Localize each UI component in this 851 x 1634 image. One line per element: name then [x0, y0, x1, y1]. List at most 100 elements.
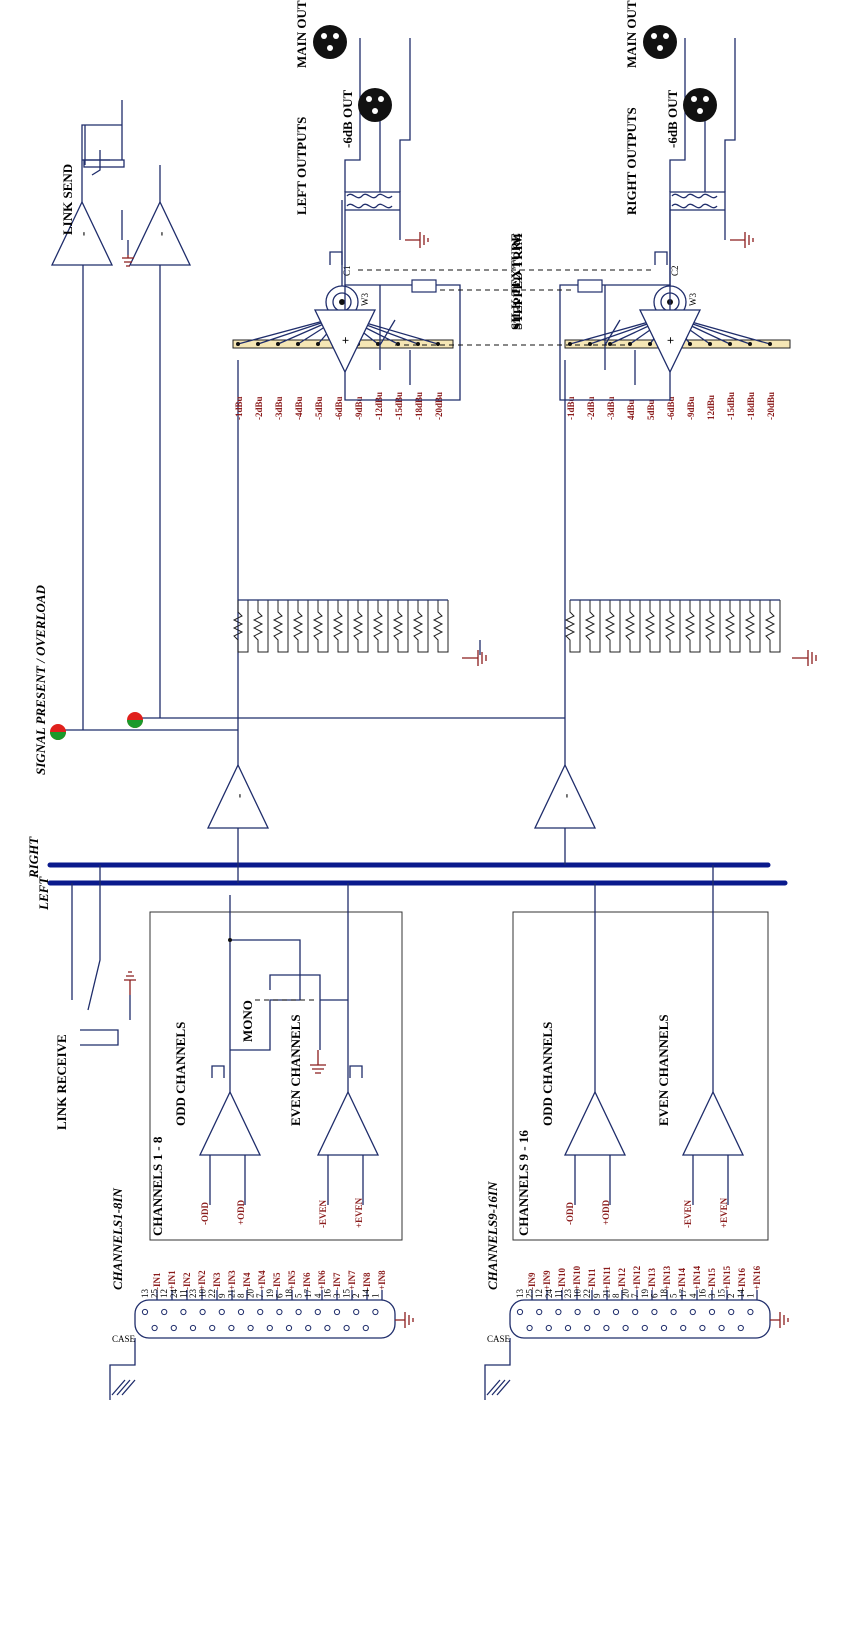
dsub-pin [747, 1308, 754, 1316]
bus-lines: RIGHT LEFT [26, 836, 788, 911]
left-transformer-primary [344, 191, 401, 240]
led-left-green-half [50, 732, 66, 740]
dsub-pin-number: 8 [236, 1293, 246, 1298]
dsub-signal-label: +IN4 [257, 1270, 267, 1290]
dsub-pin-number: 10 [573, 1289, 583, 1299]
trim-step-label: 12dBu [706, 395, 716, 420]
dsub-pin-number: 20 [246, 1289, 256, 1299]
left-output-amp-sign: + [338, 337, 353, 344]
dsub-signal-label: -IN14 [677, 1268, 687, 1290]
left-silk-switch [379, 285, 411, 385]
dsub-pin-number: 12 [534, 1289, 544, 1298]
dsub-pin-number: 22 [207, 1289, 217, 1298]
trim-step-label: -9dBu [354, 396, 364, 420]
dsub-pin-number: 17 [678, 1289, 688, 1299]
trim-tap-dot [236, 342, 240, 346]
left-trim-wire [341, 200, 481, 655]
dsub-signal-label: +IN12 [632, 1265, 642, 1290]
left-trim-labels: -1dBu-2dBu-3dBu-4dBu-5dBu-6dBu-9dBu-12dB… [234, 392, 444, 420]
even-minus-label-1: -EVEN [318, 1199, 328, 1228]
dsub-pin [180, 1308, 187, 1316]
dsub-pin-number: 11 [178, 1289, 188, 1298]
left-rotary-center [339, 299, 345, 305]
link-receive-ground-icon [124, 971, 136, 995]
trim-resistor [412, 600, 429, 653]
dsub-pin-number: 7 [255, 1293, 265, 1298]
dsub-9-16-chassis-icon [486, 1379, 511, 1396]
dsub-signal-label: -IN6 [302, 1272, 312, 1290]
dsub-signal-label: -IN2 [182, 1272, 192, 1290]
dsub-pin-number: 4 [313, 1293, 323, 1298]
dsub-1-8-label: CHANNELS1-8IN [110, 1188, 125, 1290]
trim-resistor [292, 600, 309, 653]
bus-amplifiers: - - [206, 360, 597, 883]
dsub-pin-number: 17 [303, 1289, 313, 1299]
dsub-pin [689, 1308, 696, 1316]
right-output-wire [654, 210, 671, 285]
odd-plus-label-2: +ODD [601, 1199, 611, 1225]
dsub-signal-label: +IN11 [602, 1266, 612, 1290]
dsub-signal-label: +IN1 [167, 1270, 177, 1290]
dsub-pin [314, 1308, 321, 1316]
trim-step-label: -6dBu [334, 396, 344, 420]
link-receive: LINK RECEIVE [54, 865, 136, 1130]
right-feedback-wires [559, 284, 671, 401]
dsub-pin-number: 2 [351, 1294, 361, 1299]
dsub-pin-number: 4 [688, 1293, 698, 1298]
dsub-pin-number: 1 [745, 1294, 755, 1299]
trim-resistor [704, 600, 721, 653]
trim-resistor [564, 600, 581, 653]
dsub-pin-number: 6 [649, 1293, 659, 1298]
dsub-pin [189, 1324, 197, 1332]
channels-9-16-label: CHANNELS 9 - 16 [516, 1130, 531, 1236]
dsub-signal-label: -IN16 [737, 1268, 747, 1290]
trim-tap-dot [708, 342, 712, 346]
dsub-9-16-pins [516, 1290, 758, 1332]
dsub-pin [526, 1324, 533, 1332]
trim-tap-dot [748, 342, 752, 346]
dsub-pin [641, 1324, 648, 1332]
dsub-pin [276, 1308, 283, 1316]
dsub-signal-label: +IN5 [287, 1270, 297, 1290]
dsub-pin [161, 1308, 168, 1316]
dsub-signal-label: +IN6 [317, 1270, 327, 1290]
dsub-pin-number: 3 [332, 1293, 342, 1298]
link-send-amp-right [128, 200, 192, 266]
trim-resistor [352, 600, 369, 653]
right-c2-label: C2 [670, 265, 680, 276]
stepped-trim-label: STEPPED TRIM [510, 233, 525, 330]
dsub-9-16-label: CHANNELS9-16IN [485, 1181, 500, 1290]
dsub-1-8-chassis-icon [111, 1379, 136, 1396]
link-send-ground-icon [122, 255, 134, 267]
trim-resistor [624, 600, 641, 653]
dsub-signal-label: -IN15 [707, 1268, 717, 1290]
dsub-pin [237, 1308, 245, 1316]
dsub-pin [285, 1324, 293, 1332]
trim-step-label: -9dBu [686, 396, 696, 420]
dsub-signal-label: +IN8 [377, 1270, 387, 1290]
channels-1-8-label: CHANNELS 1 - 8 [150, 1136, 165, 1236]
dsub-pin [228, 1324, 235, 1332]
dsub-pin [353, 1308, 360, 1316]
dsub-pin [584, 1324, 591, 1332]
trim-tap-dot [276, 342, 280, 346]
dsub-pin [372, 1308, 379, 1316]
right-silk-capacitor [577, 279, 603, 293]
dsub-pin [574, 1308, 581, 1316]
dsub-pin-number: 22 [582, 1289, 592, 1298]
dsub-pin [362, 1324, 369, 1332]
right-pot-w-label: W3 [688, 293, 698, 306]
dsub-pin-number: 20 [621, 1289, 631, 1299]
left-transformer-coil-2 [346, 203, 393, 209]
dsub-pin [593, 1308, 600, 1316]
trim-step-label: -18dBu [746, 392, 756, 420]
trim-step-label: 5dBu [646, 399, 656, 420]
right-outputs-label: RIGHT OUTPUTS [624, 107, 639, 215]
dsub-1-8-pins [141, 1290, 383, 1332]
signal-present: SIGNAL PRESENT / OVERLOAD [33, 265, 565, 775]
dsub-pin-number: 18 [659, 1289, 669, 1299]
dsub-pin-number: 2 [726, 1294, 736, 1299]
dsub-pin [295, 1308, 302, 1316]
dsub-signal-label: -IN12 [617, 1268, 627, 1290]
